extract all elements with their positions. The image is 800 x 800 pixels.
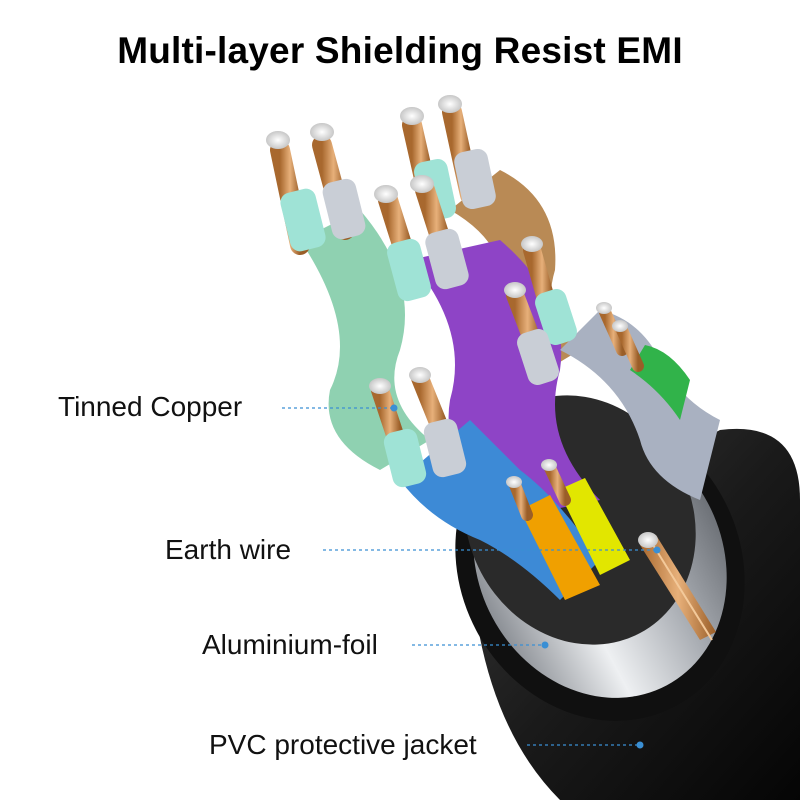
callout-pvc-jacket: PVC protective jacket [209, 729, 477, 760]
callout-tinned-copper: Tinned Copper [58, 391, 243, 422]
callout-earth-wire: Earth wire [165, 534, 292, 565]
earth-pair-color [506, 459, 630, 600]
page-title: Multi-layer Shielding Resist EMI [117, 30, 683, 71]
pair-grey [504, 236, 720, 500]
earth-wire [638, 532, 716, 641]
leader-dots [390, 404, 661, 749]
callout-aluminium-foil: Aluminium-foil [202, 629, 378, 660]
leader-lines [282, 407, 655, 746]
